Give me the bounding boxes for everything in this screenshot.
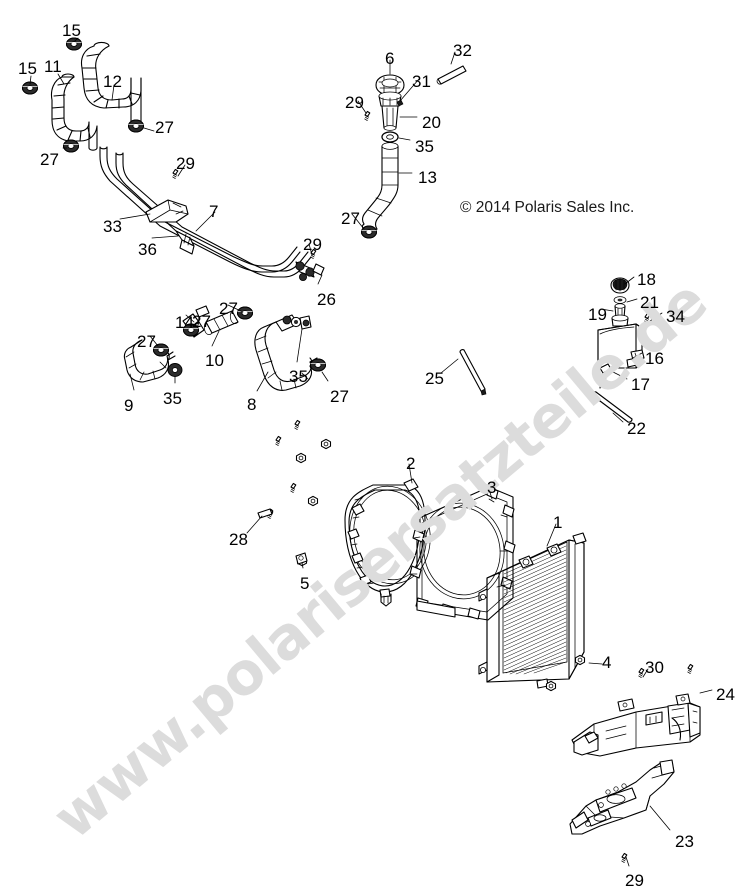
callout-screw-34: 34 [666,307,685,326]
callout-fan-shroud-3: 3 [487,478,497,497]
callout-screw-30: 30 [645,658,664,677]
clamp-27a-art [128,119,144,133]
bracket-23-art [569,759,675,835]
clamp-27f-art [310,358,326,372]
callout-filler-neck-reservoir-19: 19 [588,305,607,324]
clamp-27b-art [63,139,79,153]
callout-pin-32: 32 [453,41,472,60]
callout-tee-fitting-14: 14 [175,313,194,332]
copyright-notice: © 2014 Polaris Sales Inc. [460,199,635,216]
callout-o-ring-35: 35 [415,137,434,156]
callout-hose-bypass-11: 11 [44,57,62,76]
callout-rod-25: 25 [425,369,444,388]
callout-screw-29: 29 [345,93,364,112]
clamp-35a-art [167,363,183,377]
fan-shroud-3-art [409,486,516,621]
hose-11-art [50,73,98,151]
callout-grommet-5: 5 [300,574,310,593]
bracket-24-art [571,693,701,757]
callout-hose-clamp-27: 27 [341,209,360,228]
grommet-5-art [295,552,308,565]
callout-hose-clamp-27: 27 [330,387,349,406]
callout-screw-29: 29 [303,235,322,254]
callout-hose-clamp-27: 27 [219,299,238,318]
callout-nut-4: 4 [602,653,612,672]
callout-hose-bypass-long-8: 8 [247,395,257,414]
callout-clamp-36: 36 [138,240,157,259]
callout-hose-vent-22: 22 [627,419,646,438]
callout-hose-overflow-13: 13 [418,168,437,187]
reservoir-assembly-art [591,277,651,423]
callout-reservoir-bottle-16: 16 [645,349,664,368]
callout-hose-clamp-15: 15 [62,21,81,40]
clamp-27c-art [237,306,253,320]
rod-25-art [459,349,487,396]
callout-hose-clamp-27: 27 [40,150,59,169]
callout-hose-short-10: 10 [205,351,224,370]
radiator-1-art [478,532,587,689]
filler-assembly-art [361,65,467,239]
hose-8-art [254,314,319,391]
callout-filler-neck-20: 20 [422,113,441,132]
screw-28-art [257,508,274,519]
callout-hose-clamp-27: 27 [155,118,174,137]
callout-bolt-17: 17 [631,375,650,394]
callout-fitting-26: 26 [317,290,336,309]
callout-hose-clamp-27: 27 [137,332,156,351]
hose-12-art [80,41,142,126]
callout-screw-29: 29 [176,154,195,173]
callout-gasket-21: 21 [640,293,659,312]
hose-10-art [203,310,239,335]
callout-hose-clamp-27: 27 [192,312,211,331]
callout-radiator-1: 1 [553,513,563,532]
callout-reservoir-cap-18: 18 [637,270,656,289]
callout-clip-bracket-33: 33 [103,217,122,236]
callout-screw-28: 28 [229,530,248,549]
callout-bracket-upper-24: 24 [716,685,735,704]
clamp-27g-art [361,225,377,239]
callout-fastener-31: 31 [412,72,431,91]
leader-lines [29,37,713,867]
callout-hose-clamp-15: 15 [18,59,37,78]
callout-o-ring-35: 35 [289,367,308,386]
callout-tube-assembly-coolant-7: 7 [209,202,219,221]
callout-o-ring-35: 35 [163,389,182,408]
callout-bracket-lower-23: 23 [675,832,694,851]
callout-pressure-cap-6: 6 [385,49,395,68]
fan-assembly-2-art [344,478,431,607]
callout-fan-assembly-2: 2 [406,454,416,473]
callout-hose-outlet-12: 12 [103,72,122,91]
callout-hose-elbow-9: 9 [124,396,134,415]
tube-assembly-7-art [99,146,325,281]
callout-screw-29: 29 [625,871,644,890]
